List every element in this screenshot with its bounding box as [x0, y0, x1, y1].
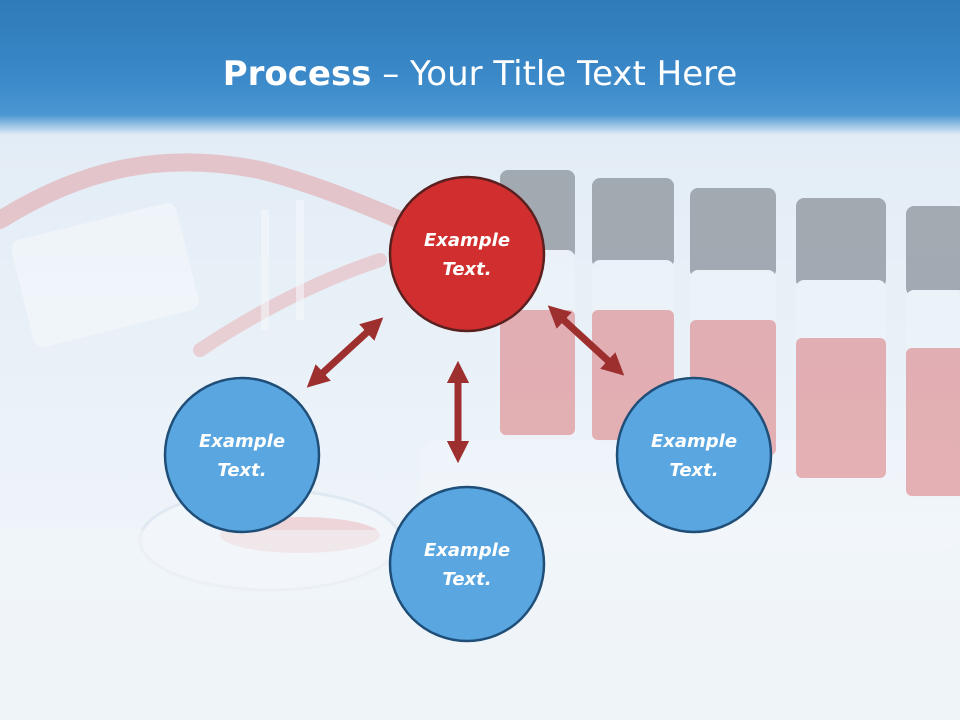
node-circle-top	[388, 175, 546, 333]
title-bar	[0, 0, 960, 135]
node-bottom-line1: Example	[424, 540, 510, 561]
process-node-top[interactable]: Example Text.	[388, 175, 546, 333]
node-right-line2: Text.	[669, 460, 718, 481]
node-top-line1: Example	[424, 230, 510, 251]
slide-title: Process – Your Title Text Here	[0, 52, 960, 96]
double-headed-arrow-icon-right	[547, 305, 625, 376]
process-node-left[interactable]: Example Text.	[163, 376, 321, 534]
node-bottom-line2: Text.	[442, 569, 491, 590]
node-left-line2: Text.	[217, 460, 266, 481]
process-node-bottom[interactable]: Example Text.	[388, 485, 546, 643]
node-circle-bottom	[388, 485, 546, 643]
node-top-line2: Text.	[442, 259, 491, 280]
title-rest-part: – Your Title Text Here	[371, 54, 738, 94]
process-node-right[interactable]: Example Text.	[615, 376, 773, 534]
title-bold-part: Process	[222, 54, 372, 94]
node-right-line1: Example	[651, 431, 737, 452]
double-headed-arrow-icon-left	[306, 317, 384, 388]
node-left-line1: Example	[199, 431, 285, 452]
node-circle-right	[615, 376, 773, 534]
node-circle-left	[163, 376, 321, 534]
